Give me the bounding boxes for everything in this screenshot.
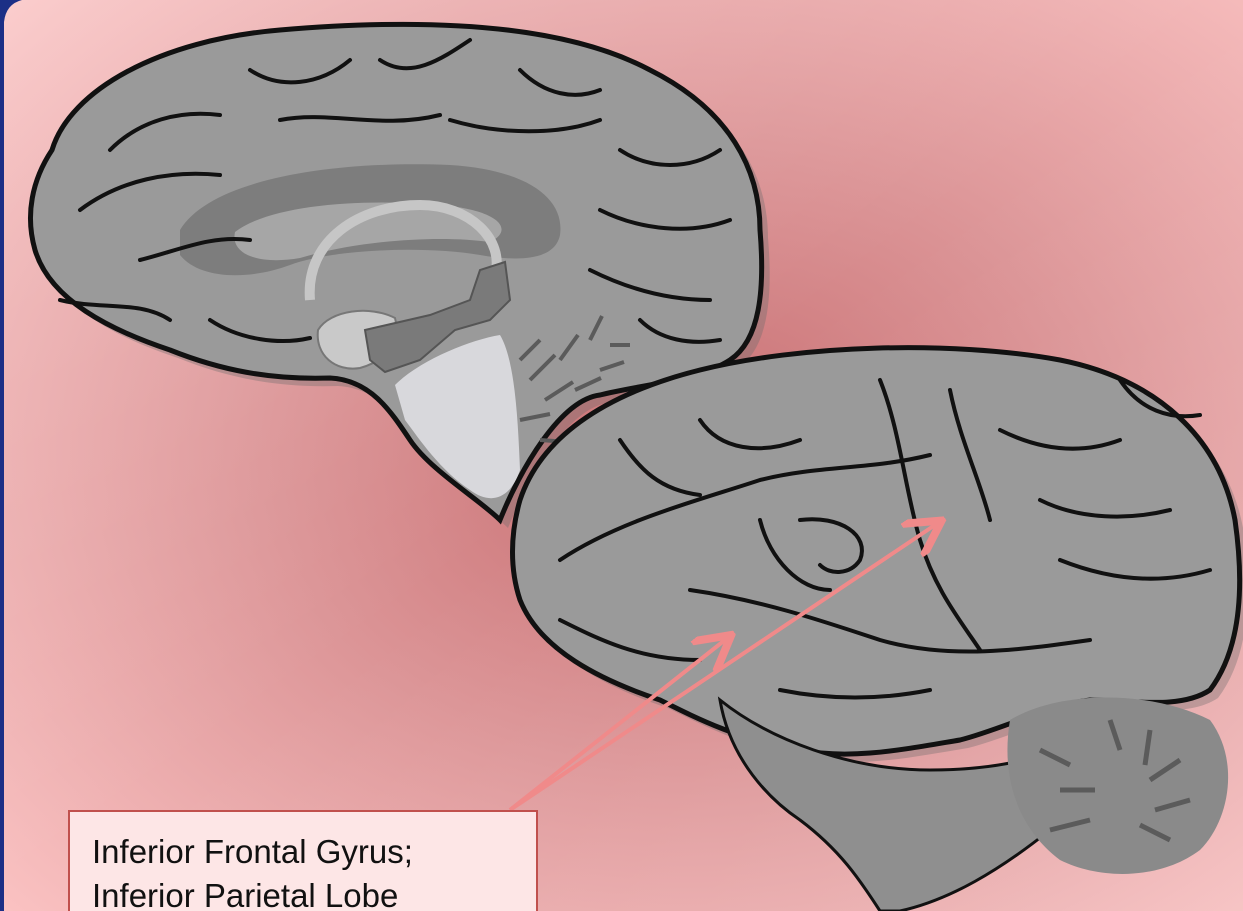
label-line-inferior-parietal-lobe: Inferior Parietal Lobe xyxy=(92,874,536,911)
label-line-inferior-frontal-gyrus: Inferior Frontal Gyrus; xyxy=(92,830,536,874)
region-label-callout: Inferior Frontal Gyrus; Inferior Parieta… xyxy=(68,810,538,911)
